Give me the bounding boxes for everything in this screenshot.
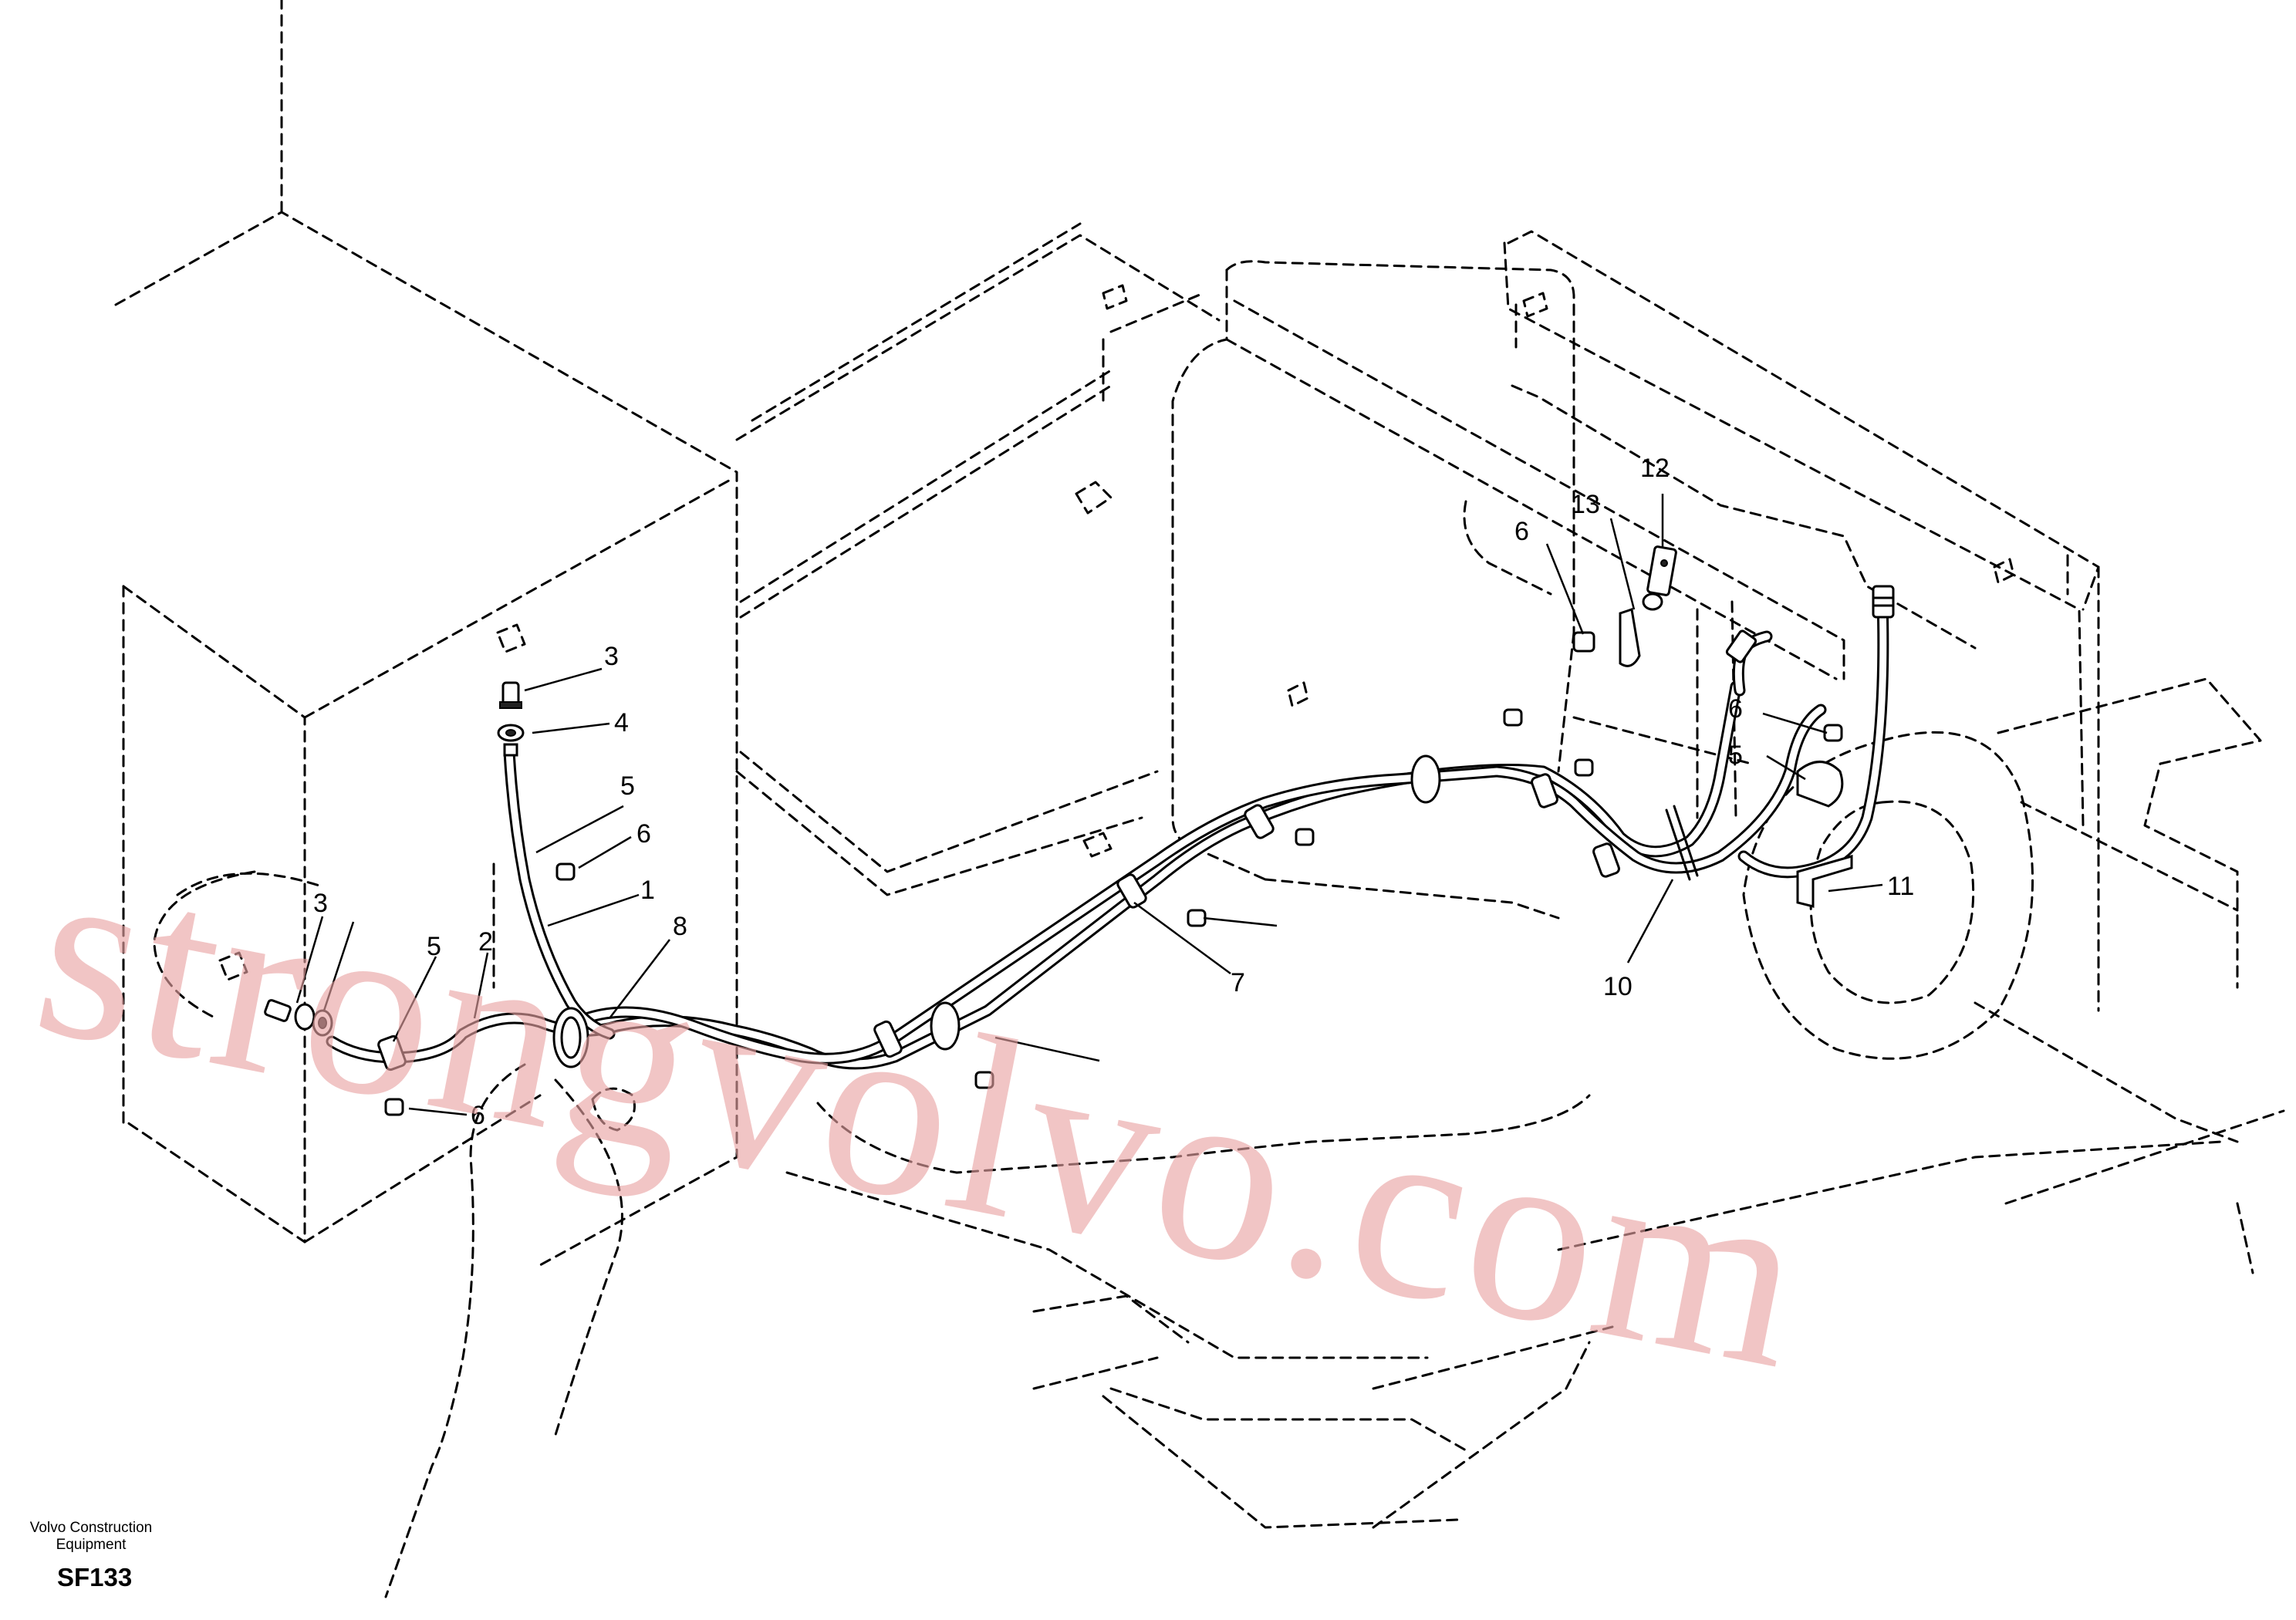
company-name-line2: Equipment — [56, 1537, 127, 1553]
callout-5-left: 5 — [427, 932, 441, 961]
fittings — [264, 545, 1895, 1116]
callout-6-bottom: 6 — [471, 1101, 485, 1130]
callout-7: 7 — [1231, 968, 1245, 997]
callouts: 3 4 5 6 1 8 3 5 2 6 7 13 12 6 6 5 11 10 — [313, 454, 1914, 1130]
company-name-line1: Volvo Construction — [29, 1520, 153, 1536]
callout-4: 4 — [614, 708, 629, 737]
callout-6-right-top: 6 — [1514, 517, 1529, 546]
callout-3-left: 3 — [313, 889, 328, 918]
callout-13: 13 — [1571, 490, 1600, 519]
watermark: strongvolvo.com — [18, 805, 1826, 1423]
diagram-code: SF133 — [57, 1563, 133, 1591]
callout-5-right: 5 — [1728, 741, 1743, 770]
callout-2: 2 — [478, 927, 493, 957]
callout-6-top: 6 — [636, 819, 651, 849]
callout-11: 11 — [1887, 872, 1914, 901]
machine-outline — [114, 0, 2285, 1598]
hose-assembly — [326, 596, 1889, 1070]
screw-group — [384, 631, 1843, 1116]
leader-lines — [295, 494, 1883, 1116]
callout-8: 8 — [673, 912, 687, 941]
callout-5-top: 5 — [620, 771, 635, 801]
callout-1: 1 — [640, 876, 655, 905]
callout-10: 10 — [1603, 972, 1633, 1001]
callout-6-right: 6 — [1728, 694, 1743, 724]
callout-3-top: 3 — [604, 642, 619, 671]
callout-12: 12 — [1640, 454, 1670, 483]
